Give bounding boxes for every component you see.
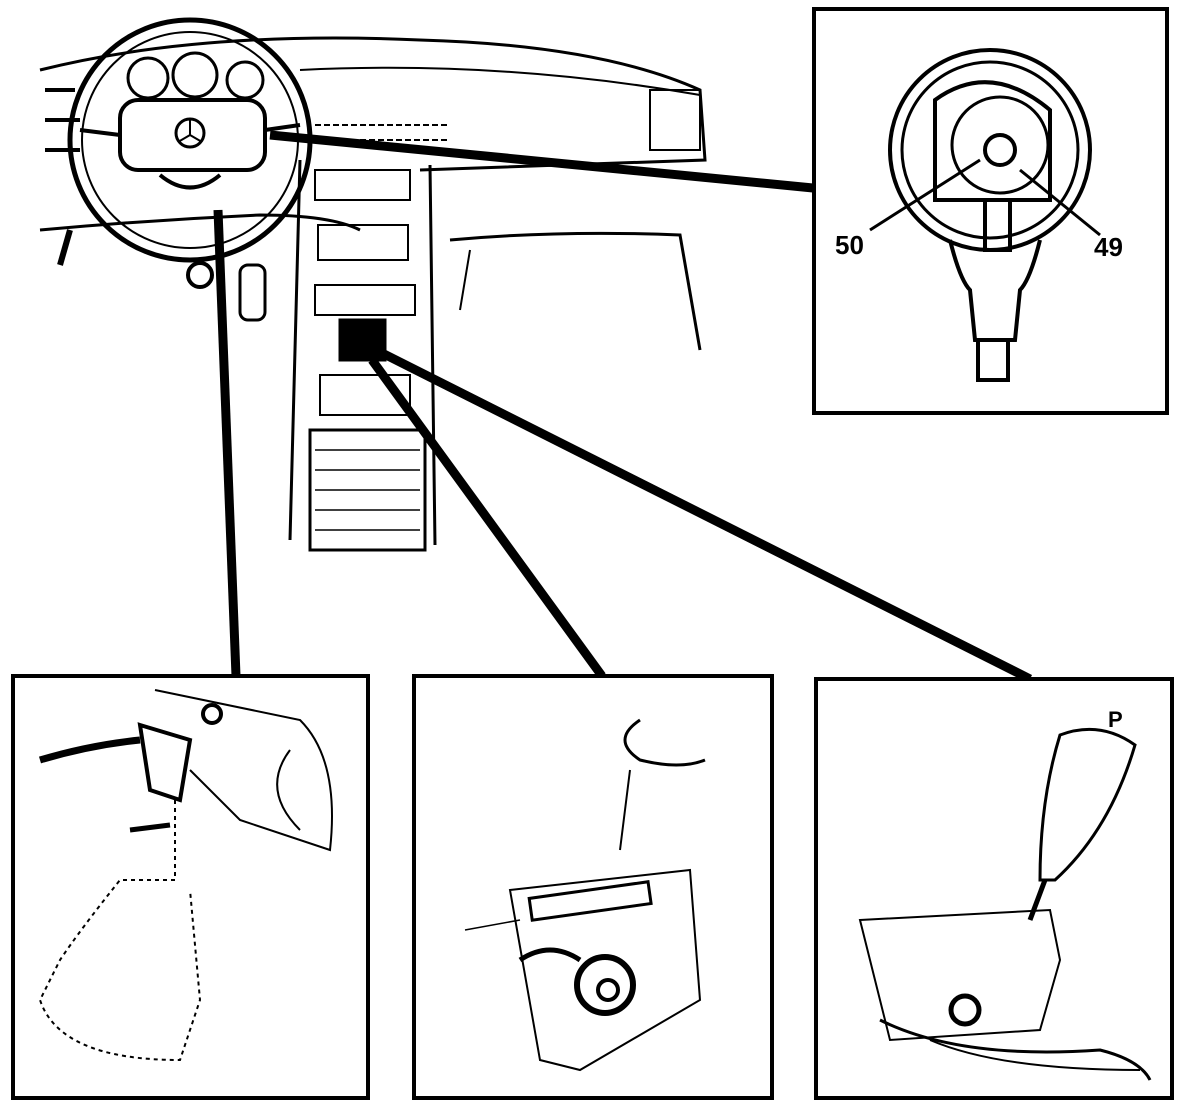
leader-lines bbox=[213, 130, 1033, 684]
detail-shift-lock-panel bbox=[412, 674, 774, 1100]
steering-wheel bbox=[67, 17, 313, 263]
detail-steering-column-panel: 50 49 bbox=[812, 7, 1169, 415]
callout-label-50: 50 bbox=[835, 230, 864, 260]
center-console bbox=[186, 159, 437, 552]
dashboard-overview bbox=[39, 36, 707, 351]
gear-position-label-p: P bbox=[1108, 707, 1123, 732]
callout-label-49: 49 bbox=[1094, 232, 1123, 262]
detail-selector-lever-panel: P bbox=[814, 677, 1174, 1100]
detail-brake-pedal-panel bbox=[11, 674, 370, 1100]
